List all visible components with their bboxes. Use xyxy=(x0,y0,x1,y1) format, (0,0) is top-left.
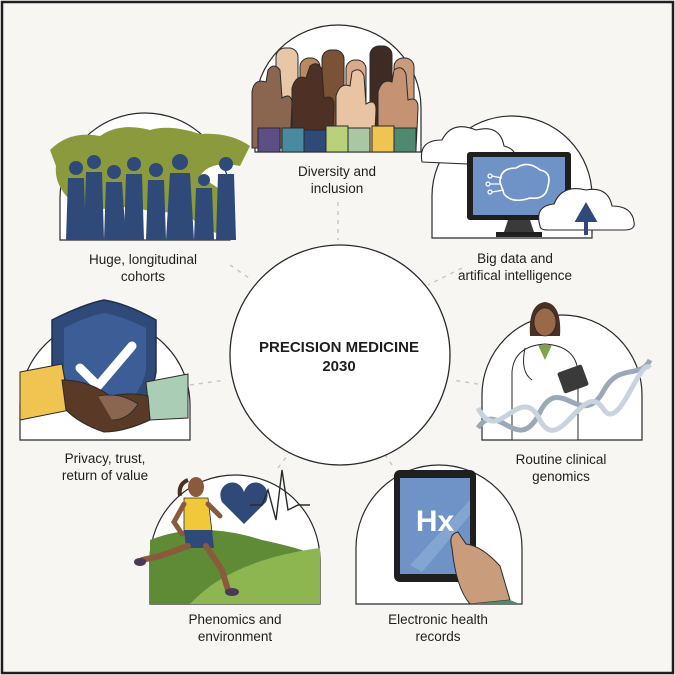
dna-helix-icon xyxy=(475,358,653,433)
label-phenomics-environment: Phenomics and environment xyxy=(188,612,282,644)
big-data-ai-illustration xyxy=(420,115,635,239)
connector-lines xyxy=(189,202,479,469)
upload-arrow-icon xyxy=(574,201,598,235)
clinical-genomics-illustration xyxy=(475,302,653,441)
label-longitudinal-cohorts: Huge, longitudinal cohorts xyxy=(88,252,198,284)
heartbeat-line-icon xyxy=(250,469,310,521)
brain-icon xyxy=(499,163,550,202)
center-circle xyxy=(229,244,451,466)
yellow-sleeve xyxy=(19,363,71,421)
privacy-trust-illustration xyxy=(19,299,191,441)
checkmark-icon xyxy=(75,341,137,391)
center-title-line1: PRECISION MEDICINE xyxy=(258,339,420,356)
heart-icon xyxy=(220,482,268,524)
label-health-records: Electronic health records xyxy=(388,612,488,644)
center-title-line2: 2030 xyxy=(322,358,356,375)
health-records-illustration: Hx xyxy=(355,464,523,605)
label-clinical-genomics: Routine clinical genomics xyxy=(515,452,607,484)
cohorts-illustration xyxy=(50,112,250,241)
pointing-hand-icon xyxy=(450,531,511,605)
phenomics-illustration xyxy=(134,469,321,605)
people-silhouettes-icon xyxy=(66,154,236,240)
label-privacy-trust: Privacy, trust, return of value xyxy=(61,451,149,483)
teal-sleeve xyxy=(145,373,189,421)
raised-hands-illustration xyxy=(251,24,422,153)
center-title: PRECISION MEDICINE 2030 xyxy=(214,338,464,376)
label-big-data-ai: Big data and artifical intelligence xyxy=(457,251,573,283)
hx-glyph: Hx xyxy=(416,505,455,538)
label-diversity-inclusion: Diversity and inclusion xyxy=(297,164,377,196)
